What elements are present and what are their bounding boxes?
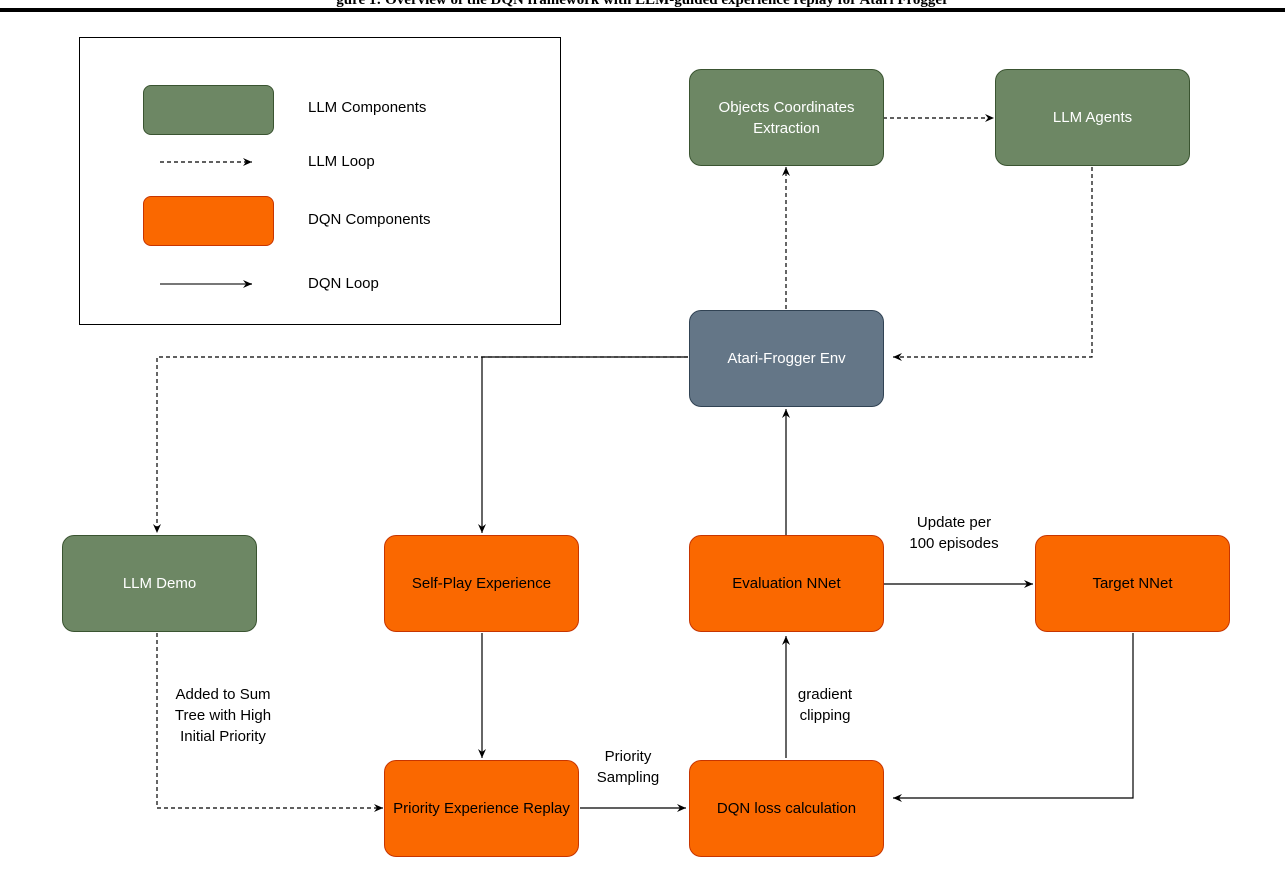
node-objects-extraction: Objects Coordinates Extraction <box>689 69 884 166</box>
legend <box>79 37 561 325</box>
edge-target-to-loss <box>893 633 1134 802</box>
caption-text: gure 1: Overview of the DQN framework wi… <box>336 0 949 8</box>
legend-dqn-loop-label: DQN Loop <box>308 275 379 292</box>
legend-llm-components-label: LLM Components <box>308 99 427 116</box>
legend-llm-loop-label: LLM Loop <box>308 153 375 170</box>
header-caption: gure 1: Overview of the DQN framework wi… <box>0 0 1285 12</box>
edge-demo-to-per <box>156 633 383 812</box>
node-llm-demo: LLM Demo <box>62 535 257 632</box>
legend-dqn-swatch <box>143 196 274 246</box>
node-self-play-experience: Self-Play Experience <box>384 535 579 632</box>
node-evaluation-nnet: Evaluation NNet <box>689 535 884 632</box>
node-atari-frogger-env: Atari-Frogger Env <box>689 310 884 407</box>
label-update-per-100-episodes: Update per 100 episodes <box>906 512 1002 554</box>
node-dqn-loss-calculation: DQN loss calculation <box>689 760 884 857</box>
label-added-to-sum-tree: Added to Sum Tree with High Initial Prio… <box>170 684 276 747</box>
legend-dqn-components-label: DQN Components <box>308 211 431 228</box>
header-rule <box>0 8 1285 12</box>
edge-agents-to-env <box>893 167 1093 361</box>
edge-env-to-demo <box>153 356 688 533</box>
node-target-nnet: Target NNet <box>1035 535 1230 632</box>
label-gradient-clipping: gradient clipping <box>795 684 855 726</box>
label-priority-sampling: Priority Sampling <box>596 748 660 786</box>
node-llm-agents: LLM Agents <box>995 69 1190 166</box>
node-priority-experience-replay: Priority Experience Replay <box>384 760 579 857</box>
legend-llm-swatch <box>143 85 274 135</box>
edge-env-to-selfplay <box>478 356 688 533</box>
